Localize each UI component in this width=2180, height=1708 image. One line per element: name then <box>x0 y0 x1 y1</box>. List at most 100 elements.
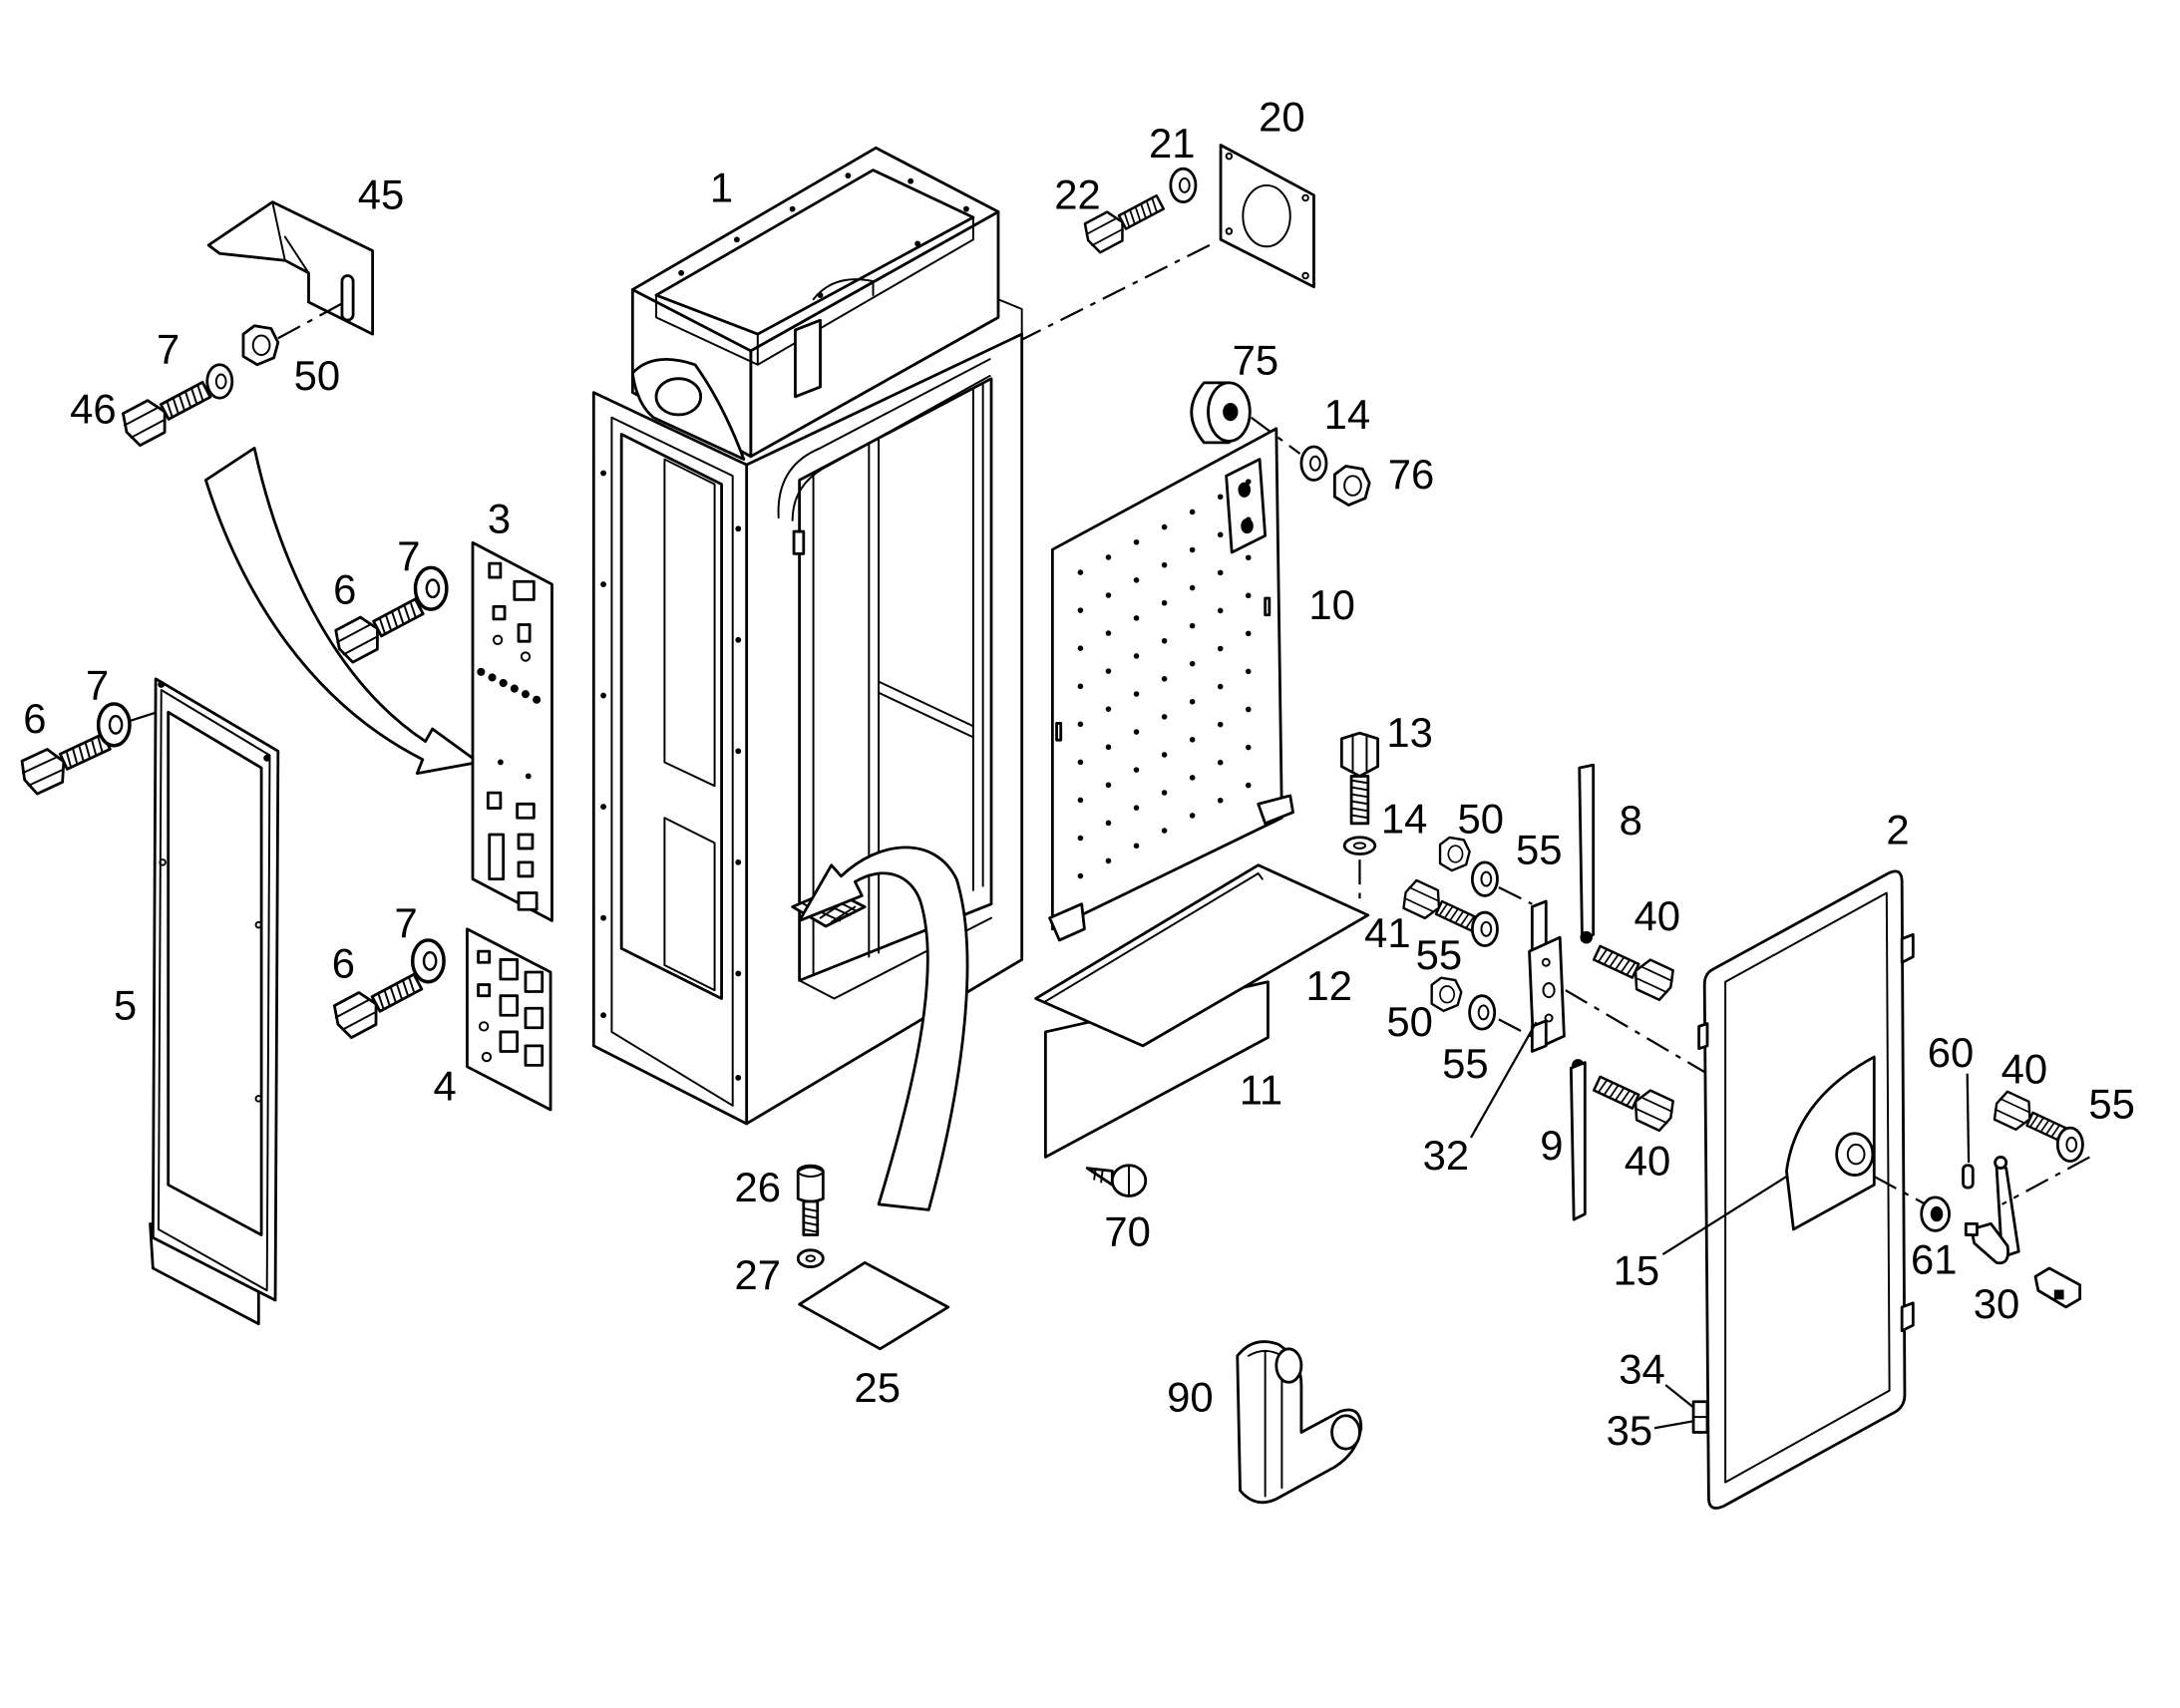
frame-side-opening <box>798 377 993 982</box>
callout-label: 15 <box>1614 1247 1660 1294</box>
plate-10-hole <box>1077 721 1084 728</box>
plate-10-hole <box>1217 531 1224 538</box>
callout-label: 14 <box>1324 391 1371 438</box>
part-61-washer <box>1920 1196 1951 1232</box>
plate-10-hole <box>1105 592 1112 598</box>
plate-10-hole <box>1189 698 1196 705</box>
callout-label: 34 <box>1619 1346 1665 1393</box>
part-55-washer <box>1470 910 1499 947</box>
part-75-bushing <box>1190 381 1252 445</box>
leader-line <box>1661 1175 1788 1255</box>
part-20-gasket-plate <box>1219 144 1315 289</box>
part-40-bolt <box>1589 936 1679 1004</box>
callout-label: 41 <box>1364 909 1411 956</box>
plate-10-hole <box>1161 714 1168 720</box>
plate-10-hole <box>1161 561 1168 568</box>
assembly-line <box>1565 989 1708 1075</box>
callout-label: 61 <box>1911 1236 1958 1283</box>
plate-10-hole <box>1161 523 1168 530</box>
callout-label: 50 <box>294 352 341 399</box>
leader-line <box>1653 1420 1694 1430</box>
callout-label: 55 <box>1516 826 1563 872</box>
part-3-panel <box>471 540 553 922</box>
callout-label: 35 <box>1607 1407 1653 1454</box>
plate-10-hole <box>1077 569 1084 575</box>
callout-label: 30 <box>1974 1280 2020 1327</box>
plate-10-hole <box>1245 782 1252 789</box>
plate-10-hole <box>1133 653 1140 659</box>
part-1-cabinet-frame <box>591 146 1024 1126</box>
plate-10-hole <box>1217 759 1224 766</box>
part-10-mounting-plate <box>1048 427 1294 942</box>
assembly-line <box>1021 243 1211 341</box>
part-50-nut <box>241 324 280 367</box>
plate-10-hole <box>1161 790 1168 796</box>
plate-10-hole <box>1077 872 1084 879</box>
plate-10-hole <box>1217 494 1224 501</box>
plate-10-hole <box>1161 599 1168 606</box>
callout-labels: 1 20 21 22 45 7 50 46 75 14 76 3 7 6 10 … <box>23 94 2135 1454</box>
part-13-bolt <box>1339 731 1379 826</box>
plate-10-hole <box>1217 645 1224 652</box>
part-14-washer <box>1342 836 1377 855</box>
plate-10-hole <box>1189 775 1196 781</box>
part-12-plate <box>1034 863 1370 1048</box>
callout-label: 25 <box>854 1364 901 1411</box>
part-46-bolt <box>117 372 216 450</box>
plate-10-hole <box>1133 577 1140 583</box>
callout-label: 3 <box>488 495 511 541</box>
plate-10-hole <box>1105 668 1112 674</box>
part-7-washer <box>410 938 446 984</box>
callout-label: 21 <box>1149 120 1196 167</box>
plate-10-hole <box>1245 744 1252 751</box>
part-32-lock <box>1528 899 1566 1053</box>
plate-10-hole <box>1133 805 1140 811</box>
plate-10-hole <box>1105 744 1112 751</box>
callout-label: 1 <box>710 165 733 211</box>
plate-10-hole <box>1105 820 1112 827</box>
plate-10-hole <box>1189 813 1196 819</box>
plate-10-hole <box>1189 660 1196 667</box>
assembly-line <box>1873 1175 1927 1205</box>
callout-label: 7 <box>397 532 420 579</box>
part-27-washer <box>796 1248 825 1268</box>
plate-10-hole <box>1077 835 1084 842</box>
part-7-washer <box>96 702 132 748</box>
door-lock-hub <box>1835 1132 1875 1177</box>
part-50-nut <box>1438 836 1471 872</box>
part-41-bolt <box>1397 876 1484 940</box>
part-4-panel <box>466 927 552 1112</box>
callout-label: 5 <box>114 981 137 1028</box>
plate-10-hole <box>1105 706 1112 712</box>
plate-10-hole <box>1245 554 1252 561</box>
part-40-bolt <box>1589 1067 1679 1135</box>
callout-label: 6 <box>333 566 356 613</box>
part-8-bar <box>1578 763 1596 944</box>
plate-10-hole <box>1161 637 1168 644</box>
part-90-key <box>1236 1340 1363 1505</box>
callout-label: 40 <box>1625 1138 1671 1185</box>
frame-front-opening <box>619 433 723 1000</box>
part-70-screw <box>1085 1164 1148 1197</box>
top-housing-handle <box>794 318 822 399</box>
callout-label: 26 <box>735 1164 782 1210</box>
part-14-washer <box>1299 445 1328 482</box>
callout-label: 4 <box>433 1062 456 1109</box>
plate-10-hole <box>1077 759 1084 766</box>
assembly-line <box>1498 885 1533 905</box>
callout-label: 9 <box>1540 1122 1563 1169</box>
plate-10-hole <box>1245 668 1252 675</box>
part-5-front-panel <box>149 677 280 1326</box>
callout-label: 55 <box>1442 1040 1489 1087</box>
plate-10-hole <box>1077 797 1084 804</box>
leader-line <box>1664 1384 1694 1409</box>
plate-10-hole <box>1105 857 1112 864</box>
plate-10-hole <box>1217 607 1224 614</box>
callout-label: 14 <box>1381 796 1428 843</box>
part-34-35-hinge <box>1691 1400 1709 1434</box>
plate-10-hole <box>1217 797 1224 804</box>
callout-label: 27 <box>735 1251 782 1298</box>
plate-10-hole <box>1161 752 1168 758</box>
plate-10-hole <box>1077 683 1084 690</box>
